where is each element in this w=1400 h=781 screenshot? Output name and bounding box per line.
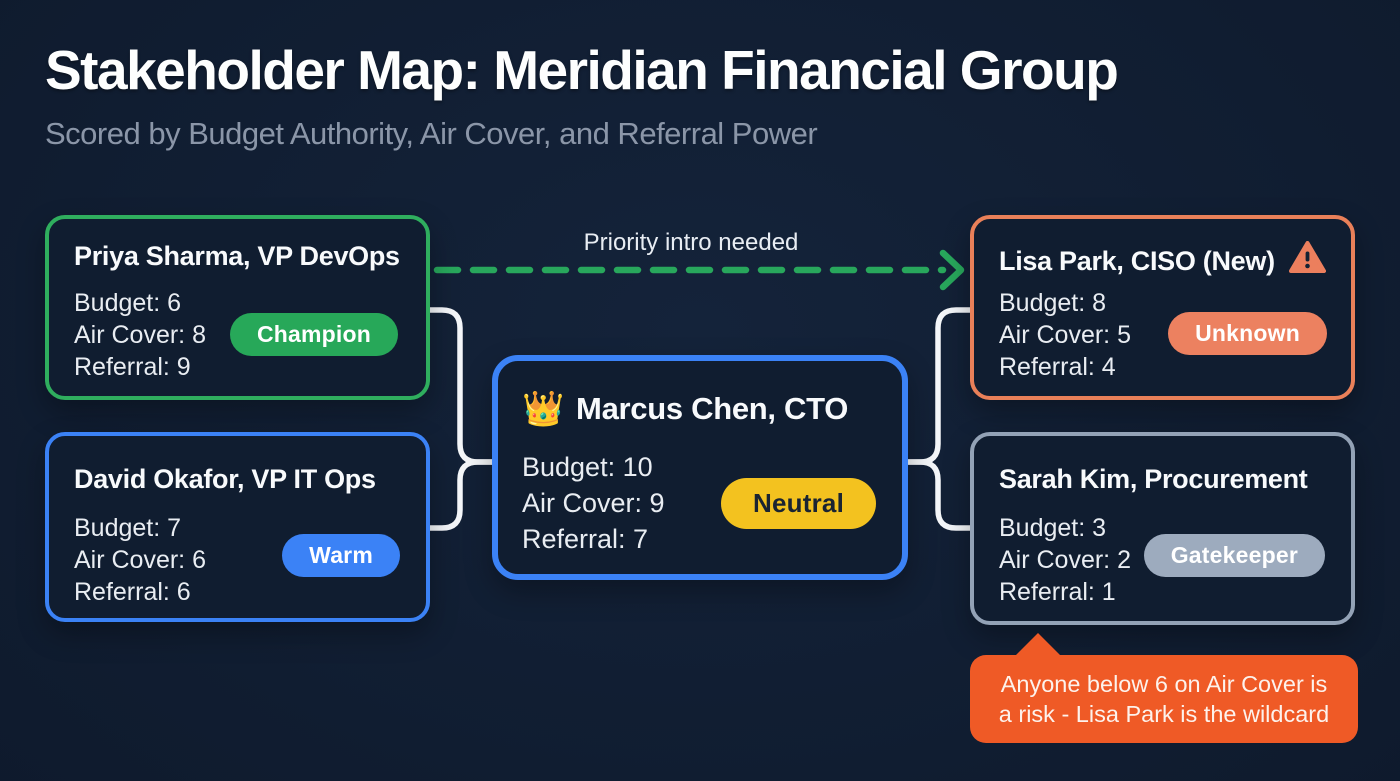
referral-score: Referral: 1 xyxy=(999,578,1116,606)
status-badge-neutral: Neutral xyxy=(721,478,876,529)
air-cover-score: Air Cover: 8 xyxy=(74,321,206,349)
stakeholder-card-david-okafor: David Okafor, VP IT Ops Budget: 7 Air Co… xyxy=(45,432,430,622)
stakeholder-card-sarah-kim: Sarah Kim, Procurement Budget: 3 Air Cov… xyxy=(970,432,1355,625)
budget-score: Budget: 3 xyxy=(999,514,1107,542)
air-cover-score: Air Cover: 2 xyxy=(999,546,1131,574)
warning-icon xyxy=(1288,241,1326,281)
air-cover-score: Air Cover: 5 xyxy=(999,321,1131,349)
stakeholder-name: 👑 Marcus Chen, CTO xyxy=(522,390,849,428)
callout-text-line1: Anyone below 6 on Air Cover is xyxy=(1000,671,1328,697)
stakeholder-scores: Budget: 3 Air Cover: 2 Referral: 1 xyxy=(999,512,1131,608)
risk-callout: Anyone below 6 on Air Cover is a risk - … xyxy=(970,633,1358,743)
status-badge-unknown: Unknown xyxy=(1168,312,1327,355)
budget-score: Budget: 10 xyxy=(522,452,653,482)
budget-score: Budget: 7 xyxy=(74,514,182,542)
status-badge-champion: Champion xyxy=(229,313,398,356)
page-title: Stakeholder Map: Meridian Financial Grou… xyxy=(45,39,1119,101)
page-subtitle: Scored by Budget Authority, Air Cover, a… xyxy=(45,116,818,151)
referral-score: Referral: 9 xyxy=(74,353,191,381)
stakeholder-card-priya-sharma: Priya Sharma, VP DevOps Budget: 6 Air Co… xyxy=(45,215,430,400)
status-badge-warm: Warm xyxy=(282,534,400,577)
left-bracket-connector xyxy=(427,307,495,531)
budget-score: Budget: 6 xyxy=(74,289,182,317)
stakeholder-name: Lisa Park, CISO (New) xyxy=(999,241,1326,281)
stakeholder-name: Priya Sharma, VP DevOps xyxy=(74,241,400,271)
stakeholder-scores: Budget: 7 Air Cover: 6 Referral: 6 xyxy=(74,512,206,608)
stakeholder-scores: Budget: 8 Air Cover: 5 Referral: 4 xyxy=(999,287,1131,383)
referral-score: Referral: 6 xyxy=(74,578,191,606)
stakeholder-name: David Okafor, VP IT Ops xyxy=(74,464,376,494)
air-cover-score: Air Cover: 6 xyxy=(74,546,206,574)
stakeholder-scores: Budget: 10 Air Cover: 9 Referral: 7 xyxy=(522,449,665,557)
referral-score: Referral: 4 xyxy=(999,353,1116,381)
right-bracket-connector xyxy=(905,307,973,531)
status-badge-gatekeeper: Gatekeeper xyxy=(1143,534,1325,577)
callout-pointer xyxy=(1014,633,1062,657)
callout-text-line2: a risk - Lisa Park is the wildcard xyxy=(998,701,1330,727)
stakeholder-card-marcus-chen: 👑 Marcus Chen, CTO Budget: 10 Air Cover:… xyxy=(492,355,908,580)
priority-intro-label: Priority intro needed xyxy=(583,229,799,256)
priority-intro-arrow xyxy=(433,249,965,291)
stakeholder-card-lisa-park: Lisa Park, CISO (New) Budget: 8 Air Cove… xyxy=(970,215,1355,400)
air-cover-score: Air Cover: 9 xyxy=(522,488,665,518)
stakeholder-name: Sarah Kim, Procurement xyxy=(999,464,1308,494)
budget-score: Budget: 8 xyxy=(999,289,1107,317)
referral-score: Referral: 7 xyxy=(522,524,649,554)
crown-icon: 👑 xyxy=(522,390,565,428)
stakeholder-scores: Budget: 6 Air Cover: 8 Referral: 9 xyxy=(74,287,206,383)
